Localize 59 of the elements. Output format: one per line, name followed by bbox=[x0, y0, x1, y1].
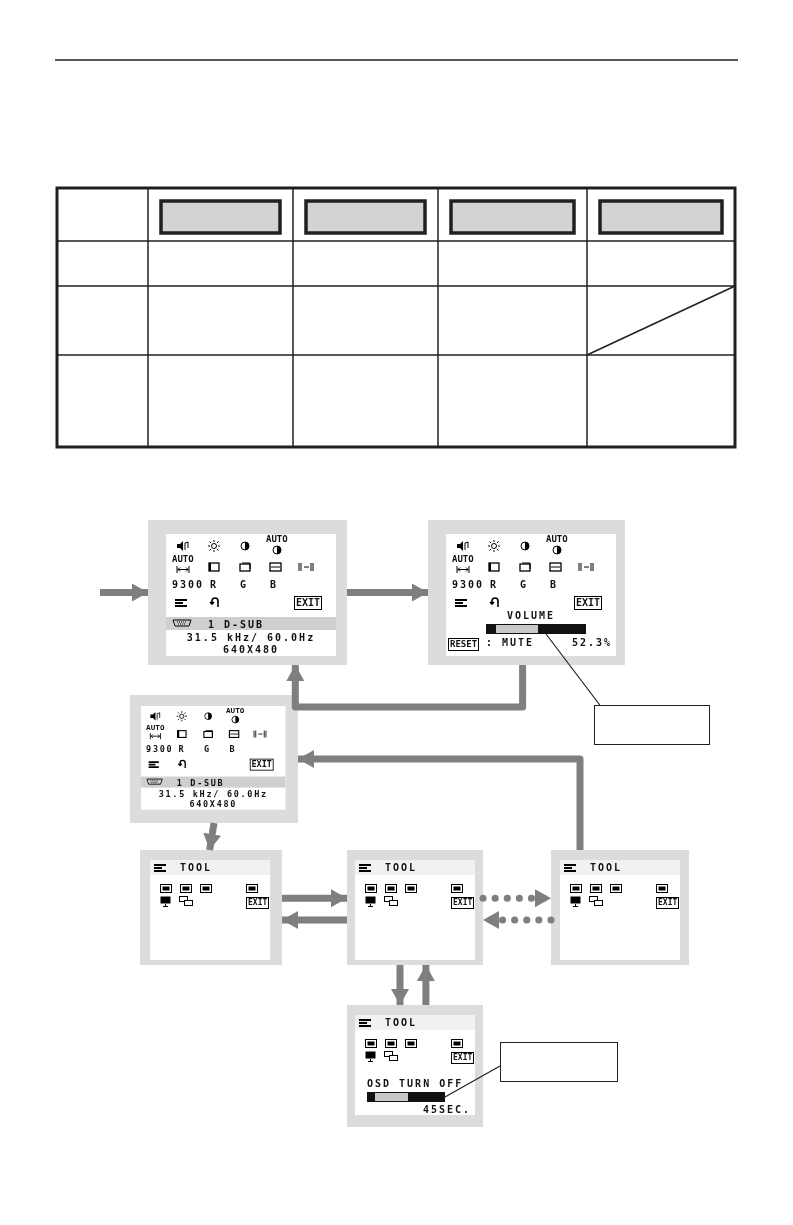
arrow bbox=[391, 965, 409, 1005]
exit-label: EXIT bbox=[451, 897, 475, 909]
icon-caption: AUTO bbox=[172, 555, 194, 564]
menu-title: TOOL bbox=[385, 1018, 418, 1028]
arrow bbox=[203, 822, 222, 851]
arrow bbox=[282, 911, 347, 930]
resolution-label: 640X480 bbox=[221, 645, 281, 655]
slider-bar bbox=[367, 1092, 445, 1102]
arrow bbox=[282, 889, 347, 908]
menu-title: TOOL bbox=[180, 863, 213, 873]
value-label: 52.3% bbox=[571, 638, 612, 648]
input-label: 1 D-SUB bbox=[208, 620, 265, 630]
leader-line bbox=[545, 633, 601, 706]
osd-screen bbox=[551, 850, 689, 965]
preset-label: 9300 bbox=[172, 580, 205, 590]
channel-label: R bbox=[178, 745, 186, 754]
osd-screen bbox=[347, 1005, 483, 1127]
channel-label: B bbox=[550, 580, 559, 590]
slider-bar bbox=[486, 624, 586, 634]
callout-box bbox=[594, 705, 710, 745]
osd-screen bbox=[130, 695, 298, 823]
menu-title: TOOL bbox=[385, 863, 418, 873]
preset-label: 9300 bbox=[146, 745, 174, 754]
channel-label: G bbox=[520, 580, 529, 590]
setting-title: VOLUME bbox=[505, 611, 557, 621]
exit-label: EXIT bbox=[246, 897, 270, 909]
channel-label: B bbox=[270, 580, 279, 590]
channel-label: G bbox=[240, 580, 249, 590]
frequency-label: 31.5 kHz/ 60.0Hz bbox=[185, 633, 317, 643]
channel-label: G bbox=[203, 745, 211, 754]
input-label: 1 D-SUB bbox=[176, 779, 225, 788]
leader-line bbox=[444, 1065, 501, 1098]
arrow bbox=[416, 965, 435, 1005]
icon-caption: AUTO bbox=[266, 535, 288, 544]
exit-label: EXIT bbox=[656, 897, 680, 909]
arrow bbox=[347, 583, 428, 602]
frequency-label: 31.5 kHz/ 60.0Hz bbox=[157, 790, 269, 799]
value-label: 45SEC. bbox=[422, 1105, 471, 1115]
callout-box bbox=[500, 1042, 618, 1082]
osd-screen bbox=[148, 520, 347, 665]
osd-screen bbox=[347, 850, 483, 965]
channel-label: R bbox=[210, 580, 219, 590]
exit-label: EXIT bbox=[294, 596, 323, 610]
icon-caption: AUTO bbox=[546, 535, 568, 544]
osd-screen bbox=[428, 520, 625, 665]
channel-label: B bbox=[229, 745, 237, 754]
menu-title: TOOL bbox=[590, 863, 623, 873]
arrow bbox=[286, 665, 527, 711]
preset-label: 9300 bbox=[452, 580, 485, 590]
setting-title: OSD TURN OFF bbox=[367, 1079, 464, 1089]
resolution-label: 640X480 bbox=[188, 800, 239, 809]
mute-label: : MUTE bbox=[486, 638, 535, 648]
reset-label: RESET bbox=[448, 638, 480, 651]
exit-label: EXIT bbox=[574, 596, 603, 610]
arrow bbox=[298, 750, 584, 850]
icon-caption: AUTO bbox=[452, 555, 474, 564]
osd-screen bbox=[140, 850, 282, 965]
exit-label: EXIT bbox=[451, 1052, 475, 1064]
channel-label: R bbox=[490, 580, 499, 590]
